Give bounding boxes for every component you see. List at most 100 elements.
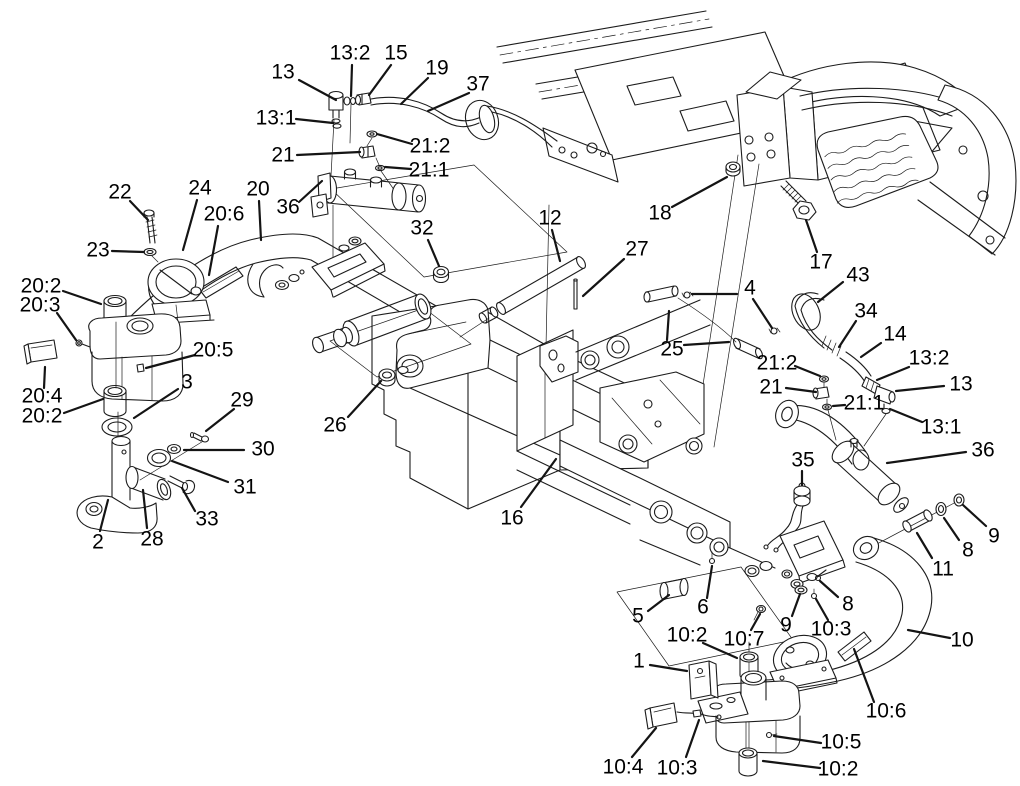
leader-line-24-12 bbox=[181, 198, 199, 252]
callout-label-43-33: 43 bbox=[846, 264, 869, 287]
leader-line-20:2-18 bbox=[62, 397, 105, 415]
frame-weldment-16 bbox=[371, 298, 776, 569]
leader-line-20:2-15 bbox=[61, 289, 103, 306]
callout-label-13-0: 13 bbox=[271, 61, 294, 84]
callout-label-18-31: 18 bbox=[648, 202, 671, 225]
swing-arm-right bbox=[775, 399, 870, 471]
callout-label-23-14: 23 bbox=[86, 239, 109, 262]
leader-line-21:1-8 bbox=[383, 165, 413, 171]
callout-label-15-2: 15 bbox=[384, 42, 407, 65]
callout-label-8-48: 8 bbox=[962, 539, 974, 562]
callout-label-13:1-5: 13:1 bbox=[256, 107, 297, 130]
callout-label-9-47: 9 bbox=[988, 525, 1000, 548]
leader-line-16-46 bbox=[519, 457, 558, 509]
callout-label-10:7-55: 10:7 bbox=[724, 628, 765, 651]
callout-label-33-24: 33 bbox=[195, 508, 218, 531]
callout-label-10:2-63: 10:2 bbox=[818, 758, 859, 781]
leader-line-6-51 bbox=[705, 564, 714, 600]
leader-line-13:2-38 bbox=[875, 365, 911, 382]
leader-line-28-26 bbox=[141, 488, 149, 530]
callout-label-21:1-8: 21:1 bbox=[409, 159, 450, 182]
callout-label-20:3-16: 20:3 bbox=[20, 294, 61, 317]
leader-line-10:7-55 bbox=[749, 612, 762, 632]
callout-label-34-35: 34 bbox=[854, 300, 878, 323]
leader-line-20-9 bbox=[257, 199, 263, 242]
leader-line-20:3-16 bbox=[55, 311, 78, 342]
leader-line-20:6-13 bbox=[207, 224, 220, 277]
callout-label-10:3-62: 10:3 bbox=[657, 757, 698, 780]
callout-label-3-20: 3 bbox=[181, 371, 193, 394]
callout-label-35-45: 35 bbox=[791, 449, 814, 472]
leader-line-31-23 bbox=[170, 459, 230, 484]
lift-cylinder-right bbox=[831, 437, 909, 513]
callout-label-36-44: 36 bbox=[971, 439, 994, 462]
callout-label-37-4: 37 bbox=[466, 73, 489, 96]
leader-line-21:2-6 bbox=[375, 132, 414, 146]
switch-35 bbox=[763, 482, 811, 553]
leader-line-10-57 bbox=[906, 628, 952, 640]
machine-frame bbox=[496, 10, 1017, 256]
leader-line-27-30 bbox=[581, 257, 626, 298]
leader-line-15-2 bbox=[367, 63, 393, 97]
hose-fittings-top bbox=[328, 90, 558, 195]
callout-label-6-51: 6 bbox=[697, 596, 709, 619]
callout-label-21-7: 21 bbox=[271, 144, 294, 167]
leader-line-10:3-54 bbox=[814, 597, 830, 622]
arm-clamp-24 bbox=[143, 209, 215, 331]
rod-12-pin-27 bbox=[459, 256, 586, 338]
callout-label-21:1-42: 21:1 bbox=[844, 392, 885, 415]
caster-arm-right bbox=[759, 500, 959, 691]
callout-label-16-46: 16 bbox=[500, 507, 523, 530]
leader-line-1-58 bbox=[648, 663, 689, 673]
callout-label-14-37: 14 bbox=[883, 323, 907, 346]
callout-label-20-9: 20 bbox=[246, 178, 269, 201]
callout-label-31-23: 31 bbox=[233, 476, 256, 499]
leader-line-34-35 bbox=[837, 319, 858, 349]
leader-line-25-36 bbox=[665, 309, 671, 342]
callout-label-10:2-56: 10:2 bbox=[667, 624, 708, 647]
callout-label-19-3: 19 bbox=[425, 57, 448, 80]
leader-line-21-41 bbox=[784, 386, 818, 394]
callout-label-26-27: 26 bbox=[323, 414, 346, 437]
leader-line-12-29 bbox=[550, 228, 562, 263]
clamp-plate-left bbox=[274, 236, 450, 298]
callout-label-21-41: 21 bbox=[759, 376, 782, 399]
callout-label-10:3-54: 10:3 bbox=[811, 618, 852, 641]
callout-label-30-22: 30 bbox=[251, 438, 274, 461]
callout-label-28-26: 28 bbox=[140, 528, 163, 551]
leader-line-17-32 bbox=[804, 218, 819, 254]
callout-label-29-21: 29 bbox=[230, 389, 253, 412]
leader-line-21:2-39 bbox=[793, 364, 822, 378]
callout-label-10:6-59: 10:6 bbox=[866, 700, 907, 723]
leader-line-29-21 bbox=[204, 407, 236, 433]
leader-line-21:1-42 bbox=[831, 403, 847, 408]
callout-label-21:2-39: 21:2 bbox=[757, 352, 798, 375]
caster-fork-left bbox=[76, 431, 210, 534]
callout-label-13-40: 13 bbox=[949, 373, 972, 396]
leader-line-26-27 bbox=[346, 379, 383, 419]
leader-line-13-40 bbox=[894, 384, 946, 393]
illustration bbox=[23, 10, 1017, 777]
leader-line-5-50 bbox=[646, 593, 671, 613]
caster-housing-bottom bbox=[616, 551, 838, 777]
leader-line-14-37 bbox=[859, 341, 883, 359]
leader-line-4-34 bbox=[751, 297, 774, 330]
bolt-17 bbox=[780, 180, 817, 221]
leader-line-10:2-56 bbox=[701, 641, 739, 660]
leader-line-23-14 bbox=[110, 249, 146, 254]
leader-line-3-20 bbox=[132, 387, 180, 420]
link-25-bolts-4 bbox=[643, 285, 781, 360]
callout-label-17-32: 17 bbox=[809, 251, 832, 274]
leader-line-11-49 bbox=[915, 531, 934, 560]
leader-line-43-33 bbox=[816, 280, 845, 304]
leader-line-36-10 bbox=[297, 179, 324, 204]
leader-line-13:1-5 bbox=[294, 117, 335, 125]
hose-fittings-right bbox=[791, 292, 896, 447]
callout-label-27-30: 27 bbox=[625, 238, 648, 261]
callout-label-20:2-15: 20:2 bbox=[21, 275, 62, 298]
callout-label-4-34: 4 bbox=[744, 277, 756, 300]
leader-line-13:2-1 bbox=[349, 63, 354, 98]
callout-label-20:4-17: 20:4 bbox=[22, 385, 63, 408]
